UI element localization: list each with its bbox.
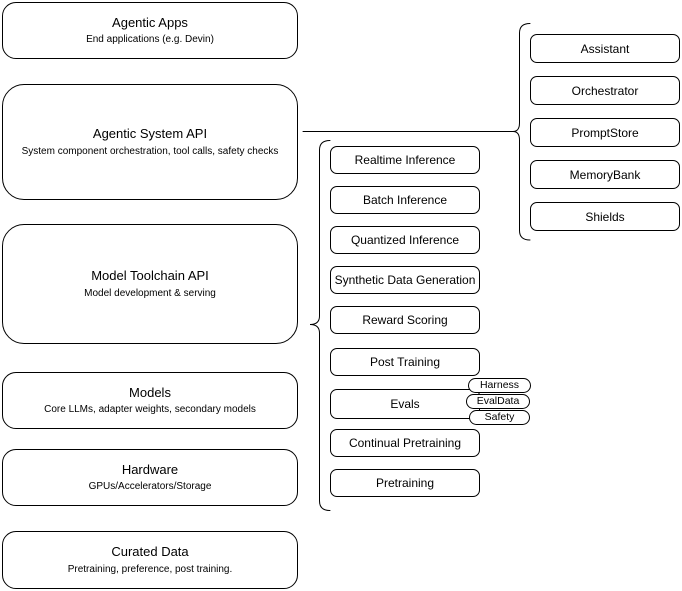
badge-label: EvalData bbox=[476, 395, 520, 408]
node-subtitle: System component orchestration, tool cal… bbox=[21, 145, 279, 157]
node-reward-scoring: Reward Scoring bbox=[330, 306, 480, 334]
node-memorybank: MemoryBank bbox=[530, 160, 680, 189]
node-label: Shields bbox=[585, 209, 625, 224]
node-assistant: Assistant bbox=[530, 34, 680, 63]
badge-safety: Safety bbox=[469, 410, 530, 425]
badge-label: Safety bbox=[484, 411, 515, 424]
node-subtitle: GPUs/Accelerators/Storage bbox=[88, 481, 212, 493]
node-label: Orchestrator bbox=[571, 83, 639, 98]
node-title: Models bbox=[129, 384, 171, 400]
node-synthetic-data-generation: Synthetic Data Generation bbox=[330, 266, 480, 294]
node-label: Continual Pretraining bbox=[348, 436, 462, 450]
node-models: Models Core LLMs, adapter weights, secon… bbox=[2, 372, 298, 429]
node-hardware: Hardware GPUs/Accelerators/Storage bbox=[2, 449, 298, 506]
node-label: MemoryBank bbox=[569, 167, 641, 182]
node-label: Synthetic Data Generation bbox=[334, 273, 476, 287]
badge-label: Harness bbox=[479, 379, 520, 392]
node-title: Agentic Apps bbox=[112, 14, 188, 30]
node-title: Curated Data bbox=[111, 544, 189, 560]
node-label: Pretraining bbox=[375, 476, 435, 490]
node-subtitle: Core LLMs, adapter weights, secondary mo… bbox=[44, 404, 256, 416]
node-continual-pretraining: Continual Pretraining bbox=[330, 429, 480, 457]
node-subtitle: Pretraining, preference, post training. bbox=[67, 563, 233, 575]
toolchain-brace bbox=[309, 140, 331, 511]
node-label: Quantized Inference bbox=[350, 233, 460, 247]
node-label: Post Training bbox=[369, 355, 441, 369]
node-realtime-inference: Realtime Inference bbox=[330, 146, 480, 174]
node-post-training: Post Training bbox=[330, 348, 480, 376]
node-quantized-inference: Quantized Inference bbox=[330, 226, 480, 254]
node-agentic-system-api: Agentic System API System component orch… bbox=[2, 84, 298, 200]
node-promptstore: PromptStore bbox=[530, 118, 680, 147]
badge-evaldata: EvalData bbox=[466, 394, 530, 409]
node-title: Model Toolchain API bbox=[91, 268, 209, 284]
node-evals: Evals bbox=[330, 389, 480, 419]
node-batch-inference: Batch Inference bbox=[330, 186, 480, 214]
node-pretraining: Pretraining bbox=[330, 469, 480, 497]
node-label: Realtime Inference bbox=[354, 153, 456, 167]
node-subtitle: Model development & serving bbox=[84, 287, 216, 299]
node-model-toolchain-api: Model Toolchain API Model development & … bbox=[2, 224, 298, 344]
node-label: Assistant bbox=[580, 41, 630, 56]
node-subtitle: End applications (e.g. Devin) bbox=[86, 34, 214, 46]
badge-harness: Harness bbox=[468, 378, 531, 393]
node-agentic-apps: Agentic Apps End applications (e.g. Devi… bbox=[2, 2, 298, 59]
node-title: Agentic System API bbox=[92, 126, 208, 142]
node-label: Evals bbox=[390, 397, 420, 411]
node-title: Hardware bbox=[121, 461, 179, 477]
node-label: PromptStore bbox=[571, 125, 639, 140]
node-shields: Shields bbox=[530, 202, 680, 231]
node-label: Batch Inference bbox=[362, 193, 448, 207]
node-label: Reward Scoring bbox=[362, 313, 448, 327]
node-orchestrator: Orchestrator bbox=[530, 76, 680, 105]
system-components-brace bbox=[512, 23, 531, 241]
node-curated-data: Curated Data Pretraining, preference, po… bbox=[2, 531, 298, 589]
